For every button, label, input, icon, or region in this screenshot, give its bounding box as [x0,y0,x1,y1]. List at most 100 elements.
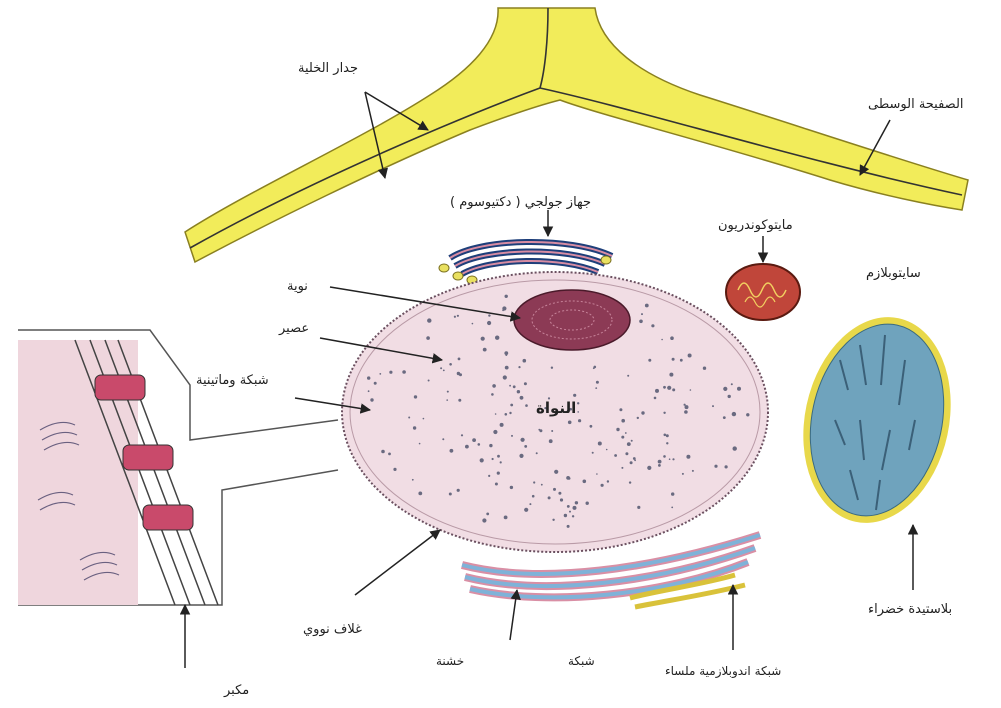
label-cell-wall: جدار الخلية [298,62,358,75]
chromatin-dot [529,503,531,505]
chromatin-dot [645,304,649,308]
chromatin-dot [509,412,511,414]
label-rough-er-1: خشنة [436,655,464,667]
chromatin-dot [524,382,527,385]
chromatin-dot [517,390,520,393]
chromatin-dot [560,498,563,501]
chromatin-dot [664,434,667,437]
chromatin-dot [663,455,666,458]
chromatin-dot [658,464,661,467]
chromatin-dot [450,449,454,453]
chromatin-dot [590,425,593,428]
chromatin-dot [521,439,523,441]
chromatin-dot [511,435,513,437]
chromatin-dot [577,402,579,404]
chromatin-dot [692,470,694,472]
chromatin-dot [427,318,431,322]
chromatin-dot [669,458,671,460]
label-nucleolus: نوية [287,280,308,293]
chromatin-dot [598,442,602,446]
chromatin-dot [723,416,726,419]
chromatin-dot [685,405,689,409]
chromatin-dot [428,380,430,382]
chromatin-dot [667,386,671,390]
chromatin-dot [637,417,639,419]
chromatin-dot [389,371,392,374]
chromatin-dot [641,313,643,315]
chromatin-dot [746,413,749,416]
chromatin-dot [686,455,690,459]
chromatin-dot [513,385,516,388]
chromatin-dot [482,518,486,522]
chromatin-dot [671,492,674,495]
chromatin-dot [505,413,508,416]
chromatin-dot [440,367,442,369]
chromatin-dot [497,455,500,458]
label-nucleus: النواة [536,401,576,416]
chromatin-dot [671,507,673,509]
chromatin-dot [614,454,617,457]
chromatin-dot [688,354,692,358]
chromatin-dot [491,393,494,396]
chromatin-dot [458,399,461,402]
chromatin-dot [495,336,499,340]
chromatin-dot [488,475,490,477]
chromatin-dot [569,511,571,513]
chromatin-dot [461,434,463,436]
chromatin-dot [682,473,684,475]
chromatin-dot [518,366,520,368]
chromatin-dot [601,484,604,487]
chromatin-dot [458,358,461,361]
chromatin-dot [637,506,640,509]
chromatin-dot [625,432,627,434]
chromatin-dot [731,383,733,385]
chromatin-dot [472,323,474,325]
chromatin-dot [447,391,449,393]
chromatin-dot [509,385,511,387]
chromatin-dot [551,430,553,432]
chromatin-dot [510,486,513,489]
chromatin-dot [596,473,598,475]
chromatin-dot [504,351,508,355]
chromatin-dot [627,375,629,377]
mitochondrion [726,264,800,320]
chromatin-dot [524,445,527,448]
chromatin-dot [633,457,636,460]
chromatin-dot [596,381,599,384]
cell-wall [185,8,968,262]
chromatin-dot [486,513,489,516]
chromatin-dot [533,481,535,483]
chromatin-dot [525,404,528,407]
chromatin-dot [549,439,553,443]
chromatin-dot [503,375,507,379]
chromatin-dot [492,384,496,388]
chromatin-dot [519,454,523,458]
label-magnified: مكبر [224,684,249,697]
chromatin-dot [554,470,558,474]
chromatin-dot [481,337,485,341]
chromatin-dot [606,449,608,451]
chromatin-dot [654,397,657,400]
chromatin-dot [492,458,494,460]
label-smooth-er: شبكة اندوبلازمية ملساء [665,665,781,677]
chromatin-dot [648,359,651,362]
chromatin-dot [641,411,644,414]
chromatin-dot [568,421,572,425]
chromatin-dot [690,389,692,391]
chromatin-dot [539,429,542,432]
chromatin-dot [414,395,417,398]
chromatin-dot [552,519,554,521]
chromatin-dot [567,505,570,508]
chromatin-dot [647,466,651,470]
chromatin-dot [443,370,445,372]
chromatin-dot [480,458,484,462]
chromatin-dot [368,390,370,392]
chromatin-dot [572,515,574,517]
chromatin-dot [449,493,452,496]
chromatin-dot [663,386,666,389]
chromatin-dot [725,465,728,468]
chromatin-dot [573,394,576,397]
chromatin-dot [408,417,410,419]
chromatin-dot [532,495,535,498]
